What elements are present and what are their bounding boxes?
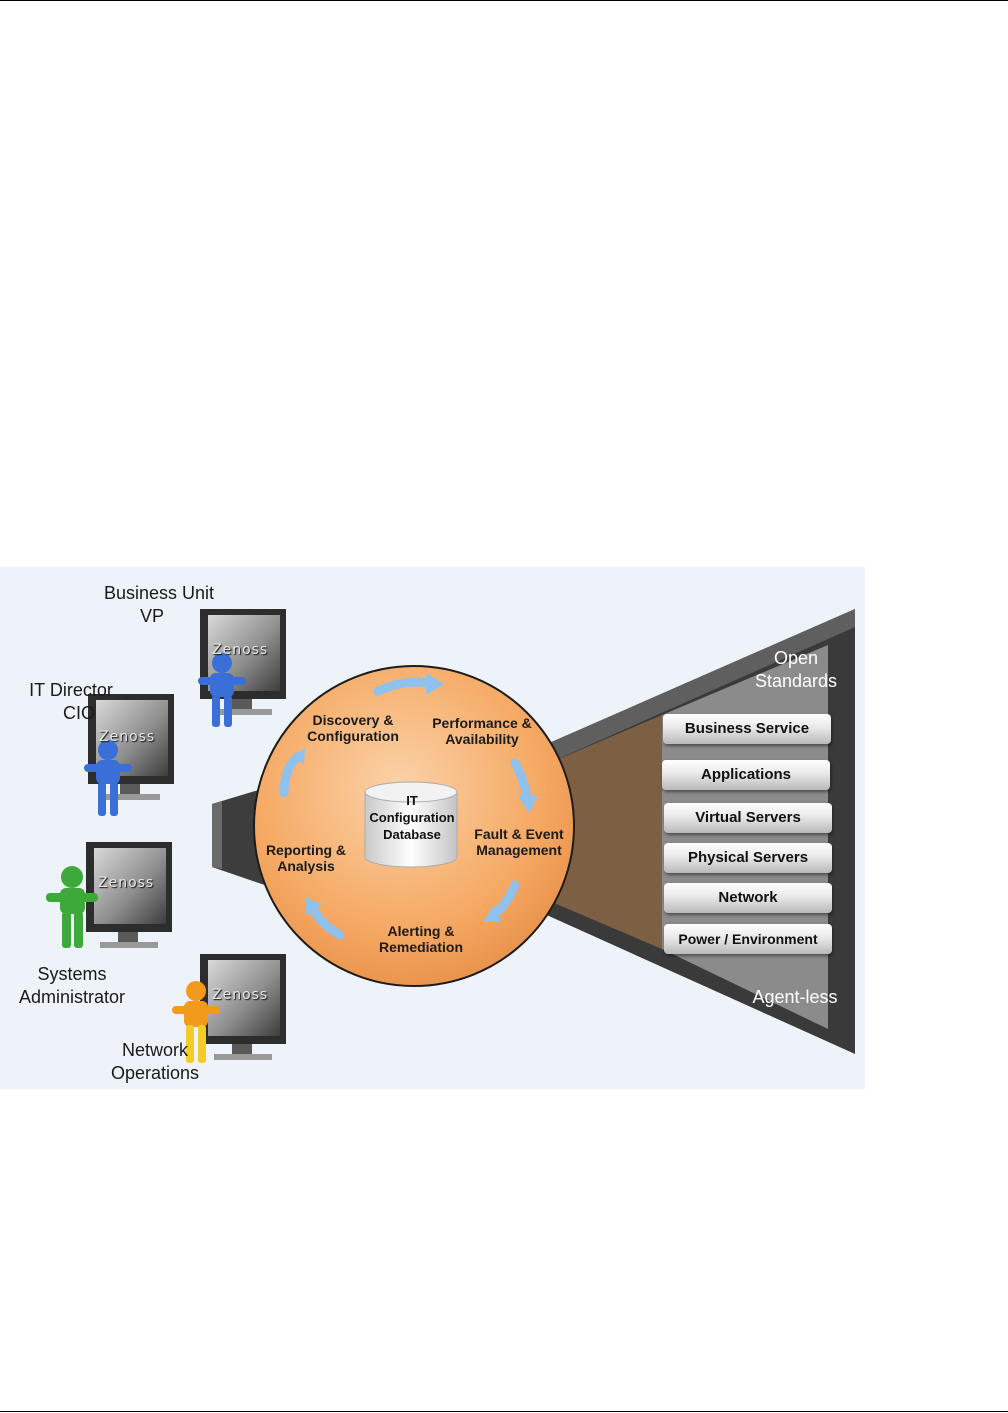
person-network-operations — [172, 981, 220, 1063]
side-label-line: Standards — [754, 671, 838, 691]
step-line: Configuration — [307, 728, 399, 744]
beam-top-face — [540, 609, 855, 767]
beam-face-left — [212, 801, 222, 869]
layer-network: Network — [664, 883, 832, 913]
role-label-network-operations: Network Operations — [108, 1039, 202, 1085]
layer-virtual-servers: Virtual Servers — [664, 803, 832, 833]
database-label-line: IT — [406, 793, 418, 808]
database-label: IT Configuration Database — [362, 792, 462, 843]
side-label-line: Open — [773, 648, 819, 668]
layer-physical-servers: Physical Servers — [664, 843, 832, 873]
monitor-4 — [200, 954, 286, 1060]
person-systems-administrator — [46, 866, 98, 948]
zenoss-architecture-diagram: Business Unit VP IT Director CIO Systems… — [0, 567, 865, 1089]
role-line: Business Unit — [104, 583, 215, 603]
role-label-business-unit-vp: Business Unit VP — [104, 582, 215, 628]
step-alerting-remediation: Alerting & Remediation — [368, 923, 474, 955]
step-line: Reporting & — [265, 842, 347, 858]
role-line: VP — [139, 606, 164, 626]
database-label-line: Database — [383, 827, 441, 842]
label-open-standards: Open Standards — [742, 647, 850, 693]
person-it-director — [84, 740, 132, 816]
role-line: Operations — [110, 1063, 200, 1083]
step-performance-availability: Performance & Availability — [428, 715, 536, 747]
step-line: Remediation — [378, 939, 463, 955]
person-business-unit-vp — [198, 653, 246, 727]
step-line: Discovery & — [312, 712, 394, 728]
role-line: IT Director — [29, 680, 113, 700]
step-line: Fault & Event — [474, 826, 564, 842]
monitor-brand-2: Zenoss — [99, 729, 156, 745]
step-reporting-analysis: Reporting & Analysis — [258, 842, 354, 874]
step-fault-event-management: Fault & Event Management — [468, 826, 570, 858]
step-line: Performance & — [432, 715, 532, 731]
step-line: Alerting & — [387, 923, 455, 939]
role-line: Systems — [37, 964, 107, 984]
role-line: CIO — [63, 703, 96, 723]
step-line: Analysis — [277, 858, 335, 874]
cycle-arrows — [279, 677, 532, 940]
database-icon — [364, 781, 458, 868]
side-label-line: Agent-less — [752, 987, 838, 1007]
role-label-systems-administrator: Systems Administrator — [12, 963, 132, 1009]
monitor-brand-4: Zenoss — [212, 987, 269, 1003]
bottom-rule — [0, 1411, 1008, 1412]
role-line: Network — [121, 1040, 188, 1060]
step-line: Availability — [445, 731, 519, 747]
layer-applications: Applications — [662, 760, 830, 790]
monitor-brand-3: Zenoss — [98, 875, 155, 891]
database-label-line: Configuration — [369, 810, 455, 825]
beam-brown-right — [540, 715, 662, 949]
step-discovery-configuration: Discovery & Configuration — [300, 712, 406, 744]
role-label-it-director: IT Director CIO — [24, 679, 118, 725]
top-rule — [0, 0, 1008, 1]
role-line: Administrator — [18, 987, 126, 1007]
layer-power-environment: Power / Environment — [664, 924, 832, 954]
monitor-brand-1: Zenoss — [212, 642, 269, 658]
cycle-arrowheads — [291, 673, 538, 922]
monitor-3 — [86, 842, 172, 948]
label-agent-less: Agent-less — [740, 986, 850, 1009]
layer-business-service: Business Service — [663, 714, 831, 744]
step-line: Management — [476, 842, 562, 858]
